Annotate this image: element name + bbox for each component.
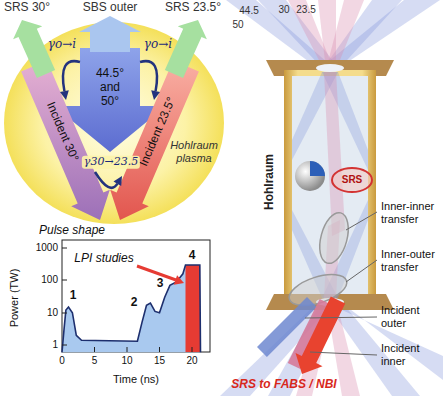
connector-line <box>140 61 157 91</box>
output-label: SRS to FABS / NBI <box>231 378 336 392</box>
axis-ticks-part <box>192 347 193 352</box>
interior-beams-part-part <box>324 72 345 236</box>
interior-beams <box>292 72 368 298</box>
sbs-arrow: SBS outer <box>70 0 150 52</box>
pulse-curve <box>62 265 201 352</box>
callout-number: 3 <box>157 277 164 291</box>
beam-fans-part-part <box>326 0 364 70</box>
leader-lines-part <box>310 352 377 355</box>
axis-tick-label: 100 <box>41 274 58 286</box>
beam-angle-label: 23.5 <box>296 4 315 16</box>
axis-tick-label: 15 <box>154 355 165 367</box>
axis-tick-label: 0 <box>59 355 65 367</box>
axis-tick-label: 20 <box>186 355 197 367</box>
arrowhead <box>60 90 69 100</box>
plot-frame <box>62 240 210 352</box>
axis-ticks <box>62 248 192 352</box>
axis-title: Time (ns) <box>113 373 159 386</box>
axis-tick-label: 10 <box>47 307 58 319</box>
beam-fans-part-part <box>258 0 340 70</box>
axis-title: Power (TW) <box>8 269 21 328</box>
capsule-part <box>310 161 325 176</box>
region-label: Hohlraum plasma <box>166 139 222 164</box>
srs-output-arrow <box>296 297 346 375</box>
callout-number: 4 <box>189 249 196 263</box>
leader-lines <box>305 212 377 355</box>
axis-ticks-part <box>159 347 160 352</box>
callout-label: Incident inner <box>381 342 441 367</box>
arrow-label: 44.5° and 50° <box>90 67 130 108</box>
callout-number: 1 <box>70 289 77 303</box>
callout-label: Inner-outer transfer <box>381 248 441 273</box>
hohlraum-part <box>284 70 376 300</box>
pulse-fill <box>62 265 201 352</box>
gain-label: γo→i <box>144 38 172 52</box>
beam-angle-label: 30 <box>278 4 289 16</box>
gain-label: γo→i <box>48 38 76 52</box>
transfer-region <box>315 210 354 267</box>
axis-ticks-part <box>127 347 128 352</box>
gain-transfer-arrow <box>95 172 122 188</box>
connector-line <box>95 172 117 188</box>
part-label: Hohlraum <box>263 154 277 210</box>
axis-ticks-part <box>94 347 95 352</box>
region-label: SRS <box>342 174 363 186</box>
beam-fans-part <box>220 0 443 396</box>
capsule-part <box>295 161 325 191</box>
callout-number: 2 <box>131 296 138 310</box>
arrow-label: SRS 23.5° <box>165 1 221 15</box>
axis-tick-label: 10 <box>121 355 132 367</box>
arrow-label: SRS 30° <box>4 1 50 15</box>
pointer-arrow-head <box>174 275 184 284</box>
beam-angle-label: 50 <box>232 19 243 31</box>
capsule <box>295 161 325 191</box>
arrow-label: SBS outer <box>83 1 138 15</box>
connector-line <box>63 61 80 91</box>
leader-lines-part <box>346 212 377 230</box>
gain-label: γ30→23.5 <box>82 156 140 169</box>
leader-lines-part <box>305 317 377 318</box>
axis-ticks-part <box>62 248 67 249</box>
pulse-plot <box>62 240 210 352</box>
callout-label: Incident outer <box>381 304 441 329</box>
lpi-window <box>186 265 201 352</box>
axis-ticks-part <box>62 345 67 346</box>
annotation: LPI studies <box>74 252 133 266</box>
hohlraum-part <box>316 64 344 72</box>
plot-title: Pulse shape <box>39 224 105 238</box>
srs-region <box>332 168 372 192</box>
arrowhead <box>151 90 160 100</box>
beam-fans-part-part <box>318 0 440 70</box>
axis-tick-label: 5 <box>92 355 98 367</box>
sbs-arrow-outline <box>79 16 141 52</box>
beam-fans <box>220 0 443 396</box>
pointer-arrow-shaft <box>137 266 176 280</box>
axis-tick-label: 1000 <box>36 242 58 254</box>
beam-angle-label: 44.5 <box>239 5 258 17</box>
axis-ticks-part <box>62 280 67 281</box>
axis-tick-label: 1 <box>52 339 58 351</box>
axis-ticks-part <box>62 313 67 314</box>
leader-lines-part <box>346 260 377 282</box>
gain-transfer-arrow <box>140 61 160 100</box>
hohlraum <box>266 60 394 310</box>
beam-fans-part-part <box>226 0 336 70</box>
inner-beam-arrow-outline <box>21 61 110 221</box>
gain-transfer-arrow <box>60 61 80 100</box>
callout-label: Inner-inner transfer <box>381 200 441 225</box>
interior-beams-part <box>292 72 368 298</box>
inner-beam-arrow-outline <box>110 61 199 221</box>
